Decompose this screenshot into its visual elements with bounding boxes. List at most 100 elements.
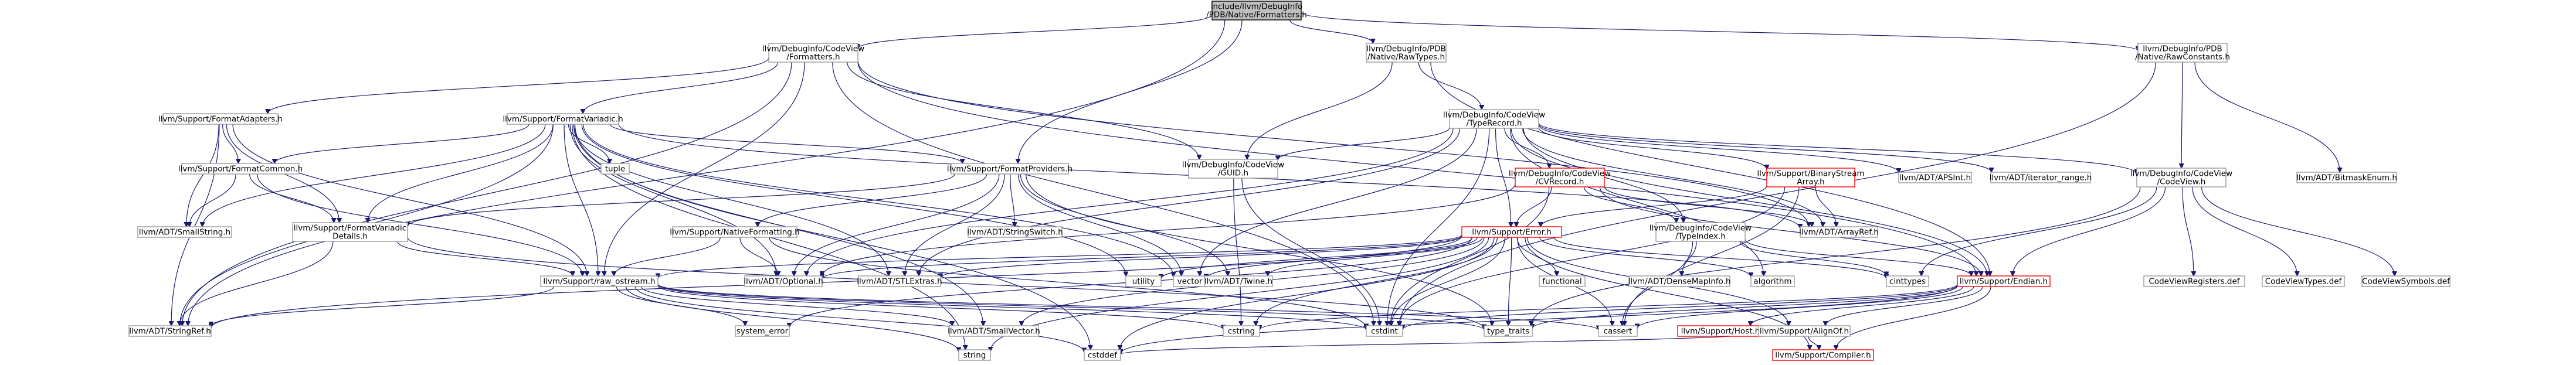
node-box-support_error bbox=[1461, 226, 1562, 238]
node-system_error[interactable]: system_error bbox=[735, 325, 790, 337]
node-box-cstring bbox=[1223, 325, 1260, 337]
edge-native_formatting-to-cstdint bbox=[769, 237, 1366, 328]
edge-fmt_variadic_details-to-raw_ostream bbox=[397, 241, 573, 276]
node-fmt_adapters[interactable]: llvm/Support/FormatAdapters.h bbox=[158, 113, 283, 125]
node-box-type_traits bbox=[1484, 325, 1533, 337]
node-box-adt_smallstring bbox=[137, 226, 232, 238]
edge-cv_formatters-to-cv_guid bbox=[847, 62, 1199, 159]
node-adt_arrayref[interactable]: llvm/ADT/ArrayRef.h bbox=[1799, 226, 1879, 238]
node-label-binstream_array-0: llvm/Support/BinaryStream bbox=[1757, 169, 1864, 179]
node-adt_stlextras[interactable]: llvm/ADT/STLExtras.h bbox=[857, 275, 942, 287]
node-pdb_rawconstants[interactable]: llvm/DebugInfo/PDB/Native/RawConstants.h bbox=[2135, 43, 2230, 63]
node-box-pdb_rawconstants bbox=[2137, 43, 2228, 63]
node-label-pdb_rawconstants-1: /Native/RawConstants.h bbox=[2135, 53, 2230, 62]
node-adt_smallvector[interactable]: llvm/ADT/SmallVector.h bbox=[948, 325, 1040, 337]
node-box-cv_guid bbox=[1188, 159, 1278, 179]
node-cv_types_def[interactable]: CodeViewTypes.def bbox=[2262, 275, 2345, 287]
node-label-fmt_variadic_details-1: Details.h bbox=[332, 232, 368, 241]
node-cv_typeindex[interactable]: llvm/DebugInfo/CodeView/TypeIndex.h bbox=[1650, 222, 1752, 242]
edge-fmt_variadic-to-fmt_variadic_details bbox=[368, 124, 554, 223]
edge-cv_codeview-to-type_traits bbox=[1531, 186, 2141, 326]
node-adt_smallstring[interactable]: llvm/ADT/SmallString.h bbox=[137, 226, 232, 238]
node-tuple[interactable]: tuple bbox=[600, 163, 630, 175]
node-root[interactable]: include/llvm/DebugInfo/PDB/Native/Format… bbox=[1206, 1, 1307, 21]
node-label-system_error-0: system_error bbox=[737, 327, 789, 336]
node-utility[interactable]: utility bbox=[1125, 275, 1162, 287]
edge-fmt_variadic-to-raw_ostream bbox=[564, 124, 598, 276]
node-box-utility bbox=[1125, 275, 1162, 287]
node-cv_codeview[interactable]: llvm/DebugInfo/CodeView/CodeView.h bbox=[2130, 168, 2232, 187]
node-adt_optional[interactable]: llvm/ADT/Optional.h bbox=[744, 275, 823, 287]
edge-cv_formatters-to-raw_ostream bbox=[604, 62, 805, 276]
node-cv_symbols_def[interactable]: CodeViewSymbols.def bbox=[2361, 275, 2451, 287]
edge-cv_typerecord-to-cstdint bbox=[1387, 128, 1490, 326]
node-label-adt_iterrange-0: llvm/ADT/iterator_range.h bbox=[1990, 173, 2092, 183]
node-cstdint[interactable]: cstdint bbox=[1366, 325, 1403, 337]
node-cv_guid[interactable]: llvm/DebugInfo/CodeView/GUID.h bbox=[1182, 159, 1284, 179]
edge-pdb_rawconstants-to-cstdint bbox=[1400, 62, 2156, 326]
node-native_formatting[interactable]: llvm/Support/NativeFormatting.h bbox=[670, 226, 800, 238]
edge-support_error-to-adt_stlextras bbox=[941, 236, 1462, 278]
node-cv_cvrecord[interactable]: llvm/DebugInfo/CodeView/CVRecord.h bbox=[1509, 168, 1611, 187]
node-support_endian[interactable]: llvm/Support/Endian.h bbox=[1957, 275, 2051, 287]
node-cstring[interactable]: cstring bbox=[1223, 325, 1260, 337]
node-box-adt_stringswitch bbox=[968, 226, 1063, 238]
node-box-functional bbox=[1539, 275, 1586, 287]
node-fmt_variadic[interactable]: llvm/Support/FormatVariadic.h bbox=[503, 113, 623, 125]
node-adt_twine[interactable]: llvm/ADT/Twine.h bbox=[1204, 275, 1273, 287]
node-label-cassert-0: cassert bbox=[1604, 327, 1633, 336]
node-fmt_common[interactable]: llvm/Support/FormatCommon.h bbox=[178, 163, 303, 175]
node-label-adt_twine-0: llvm/ADT/Twine.h bbox=[1204, 277, 1272, 286]
edge-raw_ostream-to-cassert bbox=[657, 284, 1598, 330]
edge-fmt_adapters-to-fmt_common bbox=[222, 124, 239, 163]
node-label-cv_types_def-0: CodeViewTypes.def bbox=[2265, 277, 2343, 286]
node-cassert[interactable]: cassert bbox=[1598, 325, 1638, 337]
node-box-fmt_variadic bbox=[507, 113, 619, 125]
node-label-adt_bitmaskenum-0: llvm/ADT/BitmaskEnum.h bbox=[2296, 173, 2397, 183]
node-cinttypes[interactable]: cinttypes bbox=[1886, 275, 1929, 287]
node-label-raw_ostream-0: llvm/Support/raw_ostream.h bbox=[543, 277, 655, 286]
node-cstddef[interactable]: cstddef bbox=[1084, 349, 1121, 361]
edges-layer bbox=[171, 12, 2394, 354]
edge-cv_codeview-to-cinttypes bbox=[1922, 186, 2157, 276]
node-support_host[interactable]: llvm/Support/Host.h bbox=[1677, 325, 1764, 337]
node-type_traits[interactable]: type_traits bbox=[1484, 325, 1533, 337]
node-box-adt_apsint bbox=[1898, 172, 1972, 183]
node-functional[interactable]: functional bbox=[1539, 275, 1586, 287]
edge-support_error-to-algorithm bbox=[1539, 237, 1751, 277]
edge-fmt_variadic-to-fmt_providers bbox=[610, 124, 963, 163]
node-cv_registers[interactable]: CodeViewRegisters.def bbox=[2143, 275, 2245, 287]
node-adt_bitmaskenum[interactable]: llvm/ADT/BitmaskEnum.h bbox=[2296, 172, 2397, 183]
node-support_alignof[interactable]: llvm/Support/AlignOf.h bbox=[1758, 325, 1851, 337]
node-label-adt_arrayref-0: llvm/ADT/ArrayRef.h bbox=[1799, 228, 1879, 237]
node-string[interactable]: string bbox=[958, 349, 991, 361]
node-algorithm[interactable]: algorithm bbox=[1750, 275, 1795, 287]
node-adt_apsint[interactable]: llvm/ADT/APSInt.h bbox=[1898, 172, 1972, 183]
node-cv_typerecord[interactable]: llvm/DebugInfo/CodeView/TypeRecord.h bbox=[1443, 109, 1545, 129]
node-adt_densemapinfo[interactable]: llvm/ADT/DenseMapInfo.h bbox=[1628, 275, 1731, 287]
edge-root-to-pdb_rawconstants bbox=[1301, 12, 2138, 51]
edge-fmt_variadic-to-utility bbox=[581, 124, 1126, 277]
node-adt_stringswitch[interactable]: llvm/ADT/StringSwitch.h bbox=[967, 226, 1063, 238]
node-adt_iterrange[interactable]: llvm/ADT/iterator_range.h bbox=[1990, 172, 2092, 183]
node-cv_formatters[interactable]: llvm/DebugInfo/CodeView/Formatters.h bbox=[762, 43, 864, 63]
node-box-adt_densemapinfo bbox=[1628, 275, 1730, 287]
edge-binstream_array-to-cstdint bbox=[1399, 186, 1786, 326]
edge-cv_cvrecord-to-support_endian bbox=[1599, 186, 1981, 276]
edge-support_endian-to-support_host bbox=[1750, 286, 1974, 326]
edge-cv_typerecord-to-cv_codeview bbox=[1538, 122, 2137, 174]
edge-cv_formatters-to-adt_stringref bbox=[182, 62, 792, 326]
node-box-adt_optional bbox=[744, 275, 823, 287]
node-adt_stringref[interactable]: llvm/ADT/StringRef.h bbox=[128, 325, 212, 337]
node-fmt_providers[interactable]: llvm/Support/FormatProviders.h bbox=[947, 163, 1073, 175]
node-vector[interactable]: vector bbox=[1173, 275, 1207, 287]
node-support_compiler[interactable]: llvm/Support/Compiler.h bbox=[1772, 349, 1874, 361]
node-box-adt_bitmaskenum bbox=[2296, 172, 2397, 183]
edge-fmt_variadic-to-adt_stlextras bbox=[573, 124, 889, 276]
node-raw_ostream[interactable]: llvm/Support/raw_ostream.h bbox=[540, 275, 659, 287]
edge-pdb_rawconstants-to-cv_codeview bbox=[2181, 62, 2183, 168]
node-pdb_rawtypes[interactable]: llvm/DebugInfo/PDB/Native/RawTypes.h bbox=[1366, 43, 1447, 63]
node-support_error[interactable]: llvm/Support/Error.h bbox=[1461, 226, 1562, 238]
